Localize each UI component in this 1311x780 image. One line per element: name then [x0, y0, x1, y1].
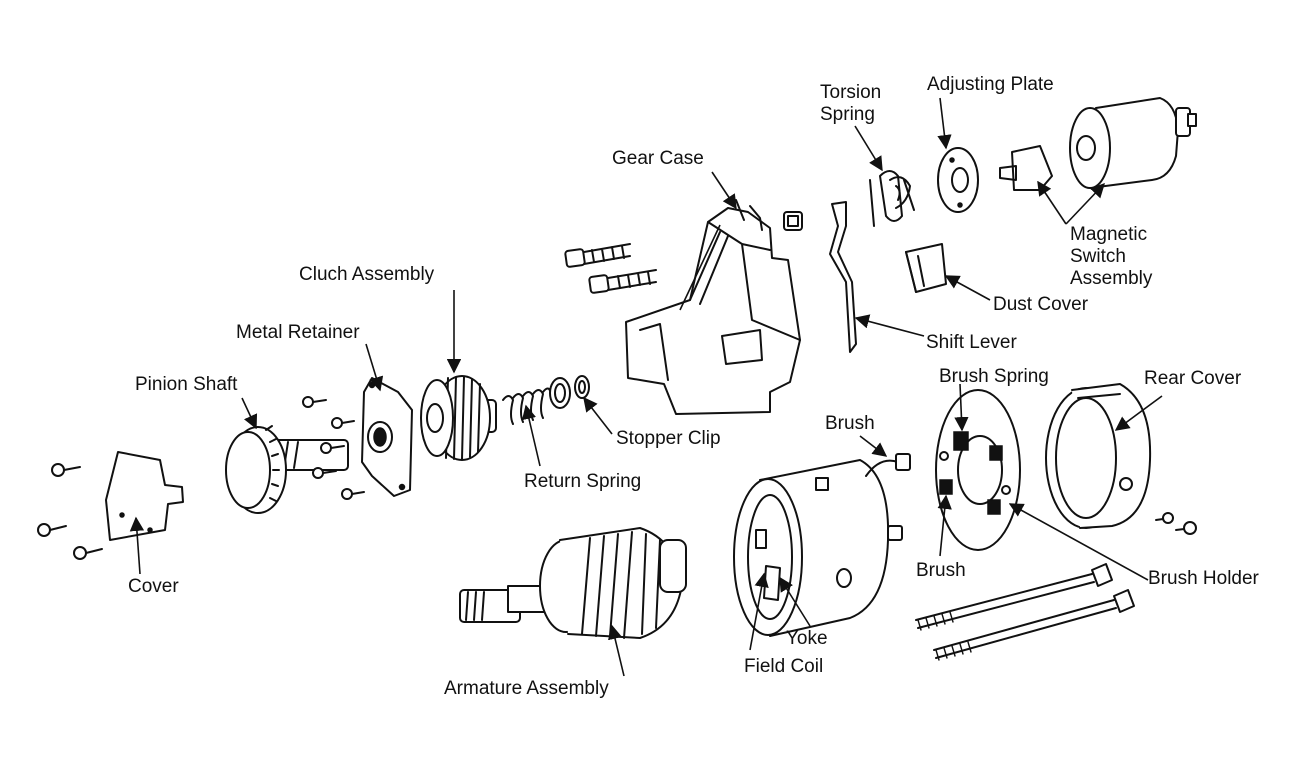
magnetic-switch-body: [1069, 97, 1197, 189]
rear-cover: [1045, 383, 1152, 529]
label-brush-top: Brush: [825, 413, 875, 434]
dust-cover: [905, 243, 947, 293]
stopper-clip: [574, 375, 590, 399]
label-adjusting-plate: Adjusting Plate: [927, 74, 1054, 95]
adjusting-plate: [937, 147, 979, 213]
rear-cover-screws: [1155, 512, 1197, 535]
through-bolts: [915, 563, 1135, 661]
leader-lines: [129, 97, 1163, 677]
label-cluch-assembly: Cluch Assembly: [299, 264, 435, 285]
label-torsion-spring: Torsion Spring: [820, 82, 881, 126]
label-gear-case: Gear Case: [612, 148, 704, 169]
yoke: [733, 453, 911, 637]
label-magnetic-switch-line1: Magnetic: [1070, 224, 1148, 245]
label-metal-retainer: Metal Retainer: [236, 322, 360, 343]
label-cover: Cover: [128, 576, 179, 597]
label-pinion-shaft: Pinion Shaft: [135, 374, 238, 395]
label-brush-spring: Brush Spring: [939, 366, 1049, 387]
pinion-shaft: [225, 425, 349, 514]
label-return-spring: Return Spring: [524, 471, 642, 492]
return-spring: [502, 387, 552, 425]
washer: [549, 377, 571, 409]
shift-lever: [829, 201, 857, 353]
label-torsion-spring-line2: Spring: [820, 104, 875, 125]
clutch-assembly: [420, 375, 497, 461]
label-shift-lever: Shift Lever: [926, 332, 1017, 353]
metal-retainer: [361, 377, 413, 497]
label-yoke: Yoke: [786, 628, 828, 649]
label-armature-assembly: Armature Assembly: [444, 678, 609, 699]
gear-case-bolts: [564, 211, 803, 294]
label-magnetic-switch-line2: Switch: [1070, 246, 1126, 267]
retainer-screws: [302, 396, 365, 500]
label-field-coil: Field Coil: [744, 656, 824, 677]
label-stopper-clip: Stopper Clip: [616, 428, 721, 449]
label-magnetic-switch-assembly: Magnetic Switch Assembly: [1070, 224, 1152, 290]
brush-holder: [935, 389, 1021, 551]
label-dust-cover: Dust Cover: [993, 294, 1089, 315]
label-torsion-spring-line1: Torsion: [820, 82, 882, 103]
label-brush-holder: Brush Holder: [1148, 568, 1259, 589]
label-rear-cover: Rear Cover: [1144, 368, 1242, 389]
label-magnetic-switch-line3: Assembly: [1070, 268, 1153, 289]
armature-assembly: [459, 527, 687, 639]
torsion-spring: [869, 170, 915, 227]
gear-case: [625, 199, 801, 415]
cover-screws: [37, 463, 103, 560]
label-brush-bottom: Brush: [916, 560, 966, 581]
magnetic-switch-plunger: [999, 145, 1053, 191]
cover-plate: [105, 451, 184, 541]
